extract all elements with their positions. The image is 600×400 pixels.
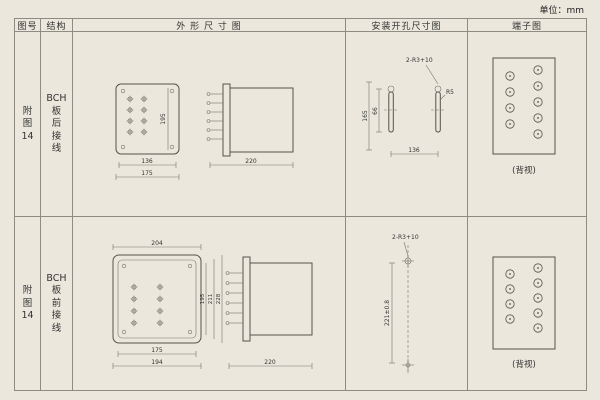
- bottom-hole: [402, 359, 414, 371]
- install-dims: 165 66 136: [362, 81, 439, 157]
- structure-row1: BCH 板 后 接 线: [41, 32, 73, 217]
- install-dims: 221±0.8: [384, 262, 395, 364]
- header-outline: 外 形 尺 寸 图: [73, 19, 346, 32]
- structure-line: 前: [51, 297, 62, 309]
- terminal-diagram-rear: (背视): [492, 57, 556, 176]
- terminal-diagram-front: (背视): [492, 256, 556, 370]
- dim-depth-220: 220: [245, 158, 257, 165]
- mount-slots: [384, 85, 445, 133]
- side-view: 220: [206, 83, 294, 168]
- outline-cell-row1: 195 136 175: [73, 32, 346, 217]
- dim-width-194: 194: [151, 359, 163, 366]
- fig-no-row1: 附 图 14: [15, 32, 41, 217]
- note-radius: R5: [446, 89, 454, 96]
- terminal-body: [492, 256, 556, 350]
- dim-66: 66: [372, 107, 379, 115]
- front-view: [112, 254, 202, 344]
- install-drawing-rear: 165 66 136 2-R3+10 R5: [362, 57, 454, 157]
- install-drawing-front: 2-R3+10 221±0.8: [384, 234, 419, 373]
- terminal-pins: [505, 65, 543, 139]
- outline-drawing-front: 204 195 211 228: [112, 240, 313, 369]
- terminal-cell-row2: (背视): [468, 217, 586, 390]
- front-view: 195: [115, 83, 180, 155]
- terminal-caption: (背视): [512, 165, 536, 176]
- structure-line: 后: [51, 118, 62, 130]
- dim-width-175: 175: [141, 170, 153, 177]
- header-structure: 结构: [41, 19, 73, 32]
- header-install: 安装开孔尺寸图: [346, 19, 468, 32]
- outline-drawing-rear: 195 136 175: [115, 83, 294, 180]
- front-view-dims-bottom: 175 194: [112, 347, 202, 369]
- structure-line: 线: [51, 143, 62, 155]
- fig-char: 附: [22, 105, 33, 117]
- install-cell-row2: 2-R3+10 221±0.8: [346, 217, 468, 390]
- header-fig-no: 图号: [15, 19, 41, 32]
- dim-top-204: 204: [151, 240, 163, 247]
- top-hole: [402, 255, 414, 267]
- dim-depth-220: 220: [264, 359, 276, 366]
- note-holes: 2-R3+10: [392, 234, 419, 241]
- terminal-body: [492, 57, 556, 155]
- fig-char: 图: [22, 297, 33, 309]
- terminal-pins: [505, 263, 543, 333]
- fig-char: 附: [22, 285, 33, 297]
- header-terminal: 端子图: [468, 19, 586, 32]
- dim-height-195: 195: [160, 113, 167, 125]
- terminal-caption: (背视): [512, 359, 536, 370]
- structure-line: 接: [51, 130, 62, 142]
- spec-table: 图号 结构 外 形 尺 寸 图 安装开孔尺寸图 端子图 附 图 14 BCH 板…: [14, 18, 587, 391]
- dim-221: 221±0.8: [384, 300, 391, 326]
- structure-line: BCH: [46, 93, 67, 105]
- front-view-dims-top: 204: [112, 240, 202, 250]
- unit-label: 单位：mm: [539, 6, 584, 16]
- structure-line: 接: [51, 310, 62, 322]
- dim-height-211: 211: [208, 294, 214, 305]
- terminal-cell-row1: (背视): [468, 32, 586, 217]
- outline-cell-row2: 204 195 211 228: [73, 217, 346, 390]
- install-notes: 2-R3+10: [392, 234, 419, 257]
- dim-width-175: 175: [151, 347, 163, 354]
- install-cell-row1: 165 66 136 2-R3+10 R5: [346, 32, 468, 217]
- fig-char: 图: [22, 118, 33, 130]
- dim-136: 136: [408, 147, 420, 154]
- dim-height-228: 228: [216, 293, 222, 304]
- note-holes: 2-R3+10: [406, 57, 433, 64]
- side-view: 220: [225, 256, 313, 369]
- structure-line: 板: [51, 285, 62, 297]
- dim-width-136: 136: [141, 158, 153, 165]
- install-notes: 2-R3+10 R5: [406, 57, 454, 101]
- fig-no-row2: 附 图 14: [15, 217, 41, 390]
- front-view-dims: 136 175: [115, 158, 180, 180]
- front-view-dims-right: 195 211 228: [200, 255, 223, 343]
- fig-char: 14: [21, 310, 34, 322]
- structure-line: BCH: [46, 272, 67, 284]
- structure-line: 板: [51, 105, 62, 117]
- fig-char: 14: [21, 130, 34, 142]
- structure-row2: BCH 板 前 接 线: [41, 217, 73, 390]
- structure-line: 线: [51, 322, 62, 334]
- dim-165: 165: [362, 110, 369, 122]
- dim-height-195: 195: [200, 293, 206, 304]
